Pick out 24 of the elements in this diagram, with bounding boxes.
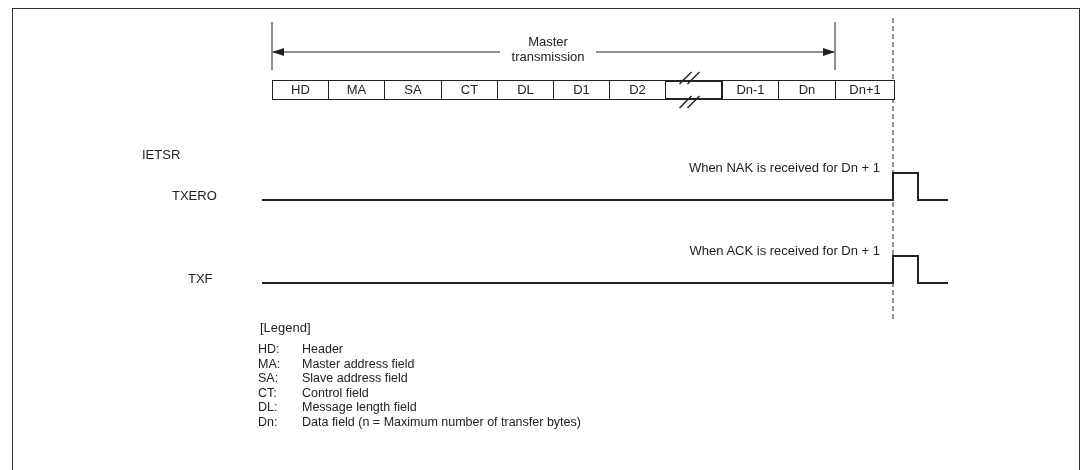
legend-abbreviation: MA: bbox=[258, 356, 281, 371]
legend-description: Slave address field bbox=[302, 371, 408, 386]
legend-abbreviation: SA: bbox=[258, 371, 279, 386]
omitted-fields-break bbox=[665, 70, 723, 110]
frame-field-cell: Dn-1 bbox=[722, 80, 779, 100]
legend-abbreviation: DL: bbox=[258, 400, 278, 415]
legend-abbreviation: CT: bbox=[258, 385, 277, 400]
legend-description: Data field (n = Maximum number of transfer bytes) bbox=[302, 415, 581, 429]
frame-field-cell: HD bbox=[272, 80, 329, 100]
legend-description: Header bbox=[302, 342, 343, 356]
frame-field-cell: Dn+1 bbox=[835, 80, 895, 100]
frame-field-cell: Dn bbox=[778, 80, 836, 100]
legend-description: Message length field bbox=[302, 400, 417, 415]
frame-field-cell: D1 bbox=[553, 80, 610, 100]
frame-field-cell: D2 bbox=[609, 80, 666, 100]
dimension-label: Master transmission bbox=[500, 34, 596, 64]
legend-description: Master address field bbox=[302, 356, 415, 371]
legend-abbreviation: Dn: bbox=[258, 415, 278, 429]
frame-field-cell: CT bbox=[441, 80, 498, 100]
legend-description: Control field bbox=[302, 385, 369, 400]
legend-abbreviation: HD: bbox=[258, 342, 280, 356]
frame-field-cell: SA bbox=[384, 80, 442, 100]
frame-field-cell: MA bbox=[328, 80, 385, 100]
frame-field-cell: DL bbox=[497, 80, 554, 100]
